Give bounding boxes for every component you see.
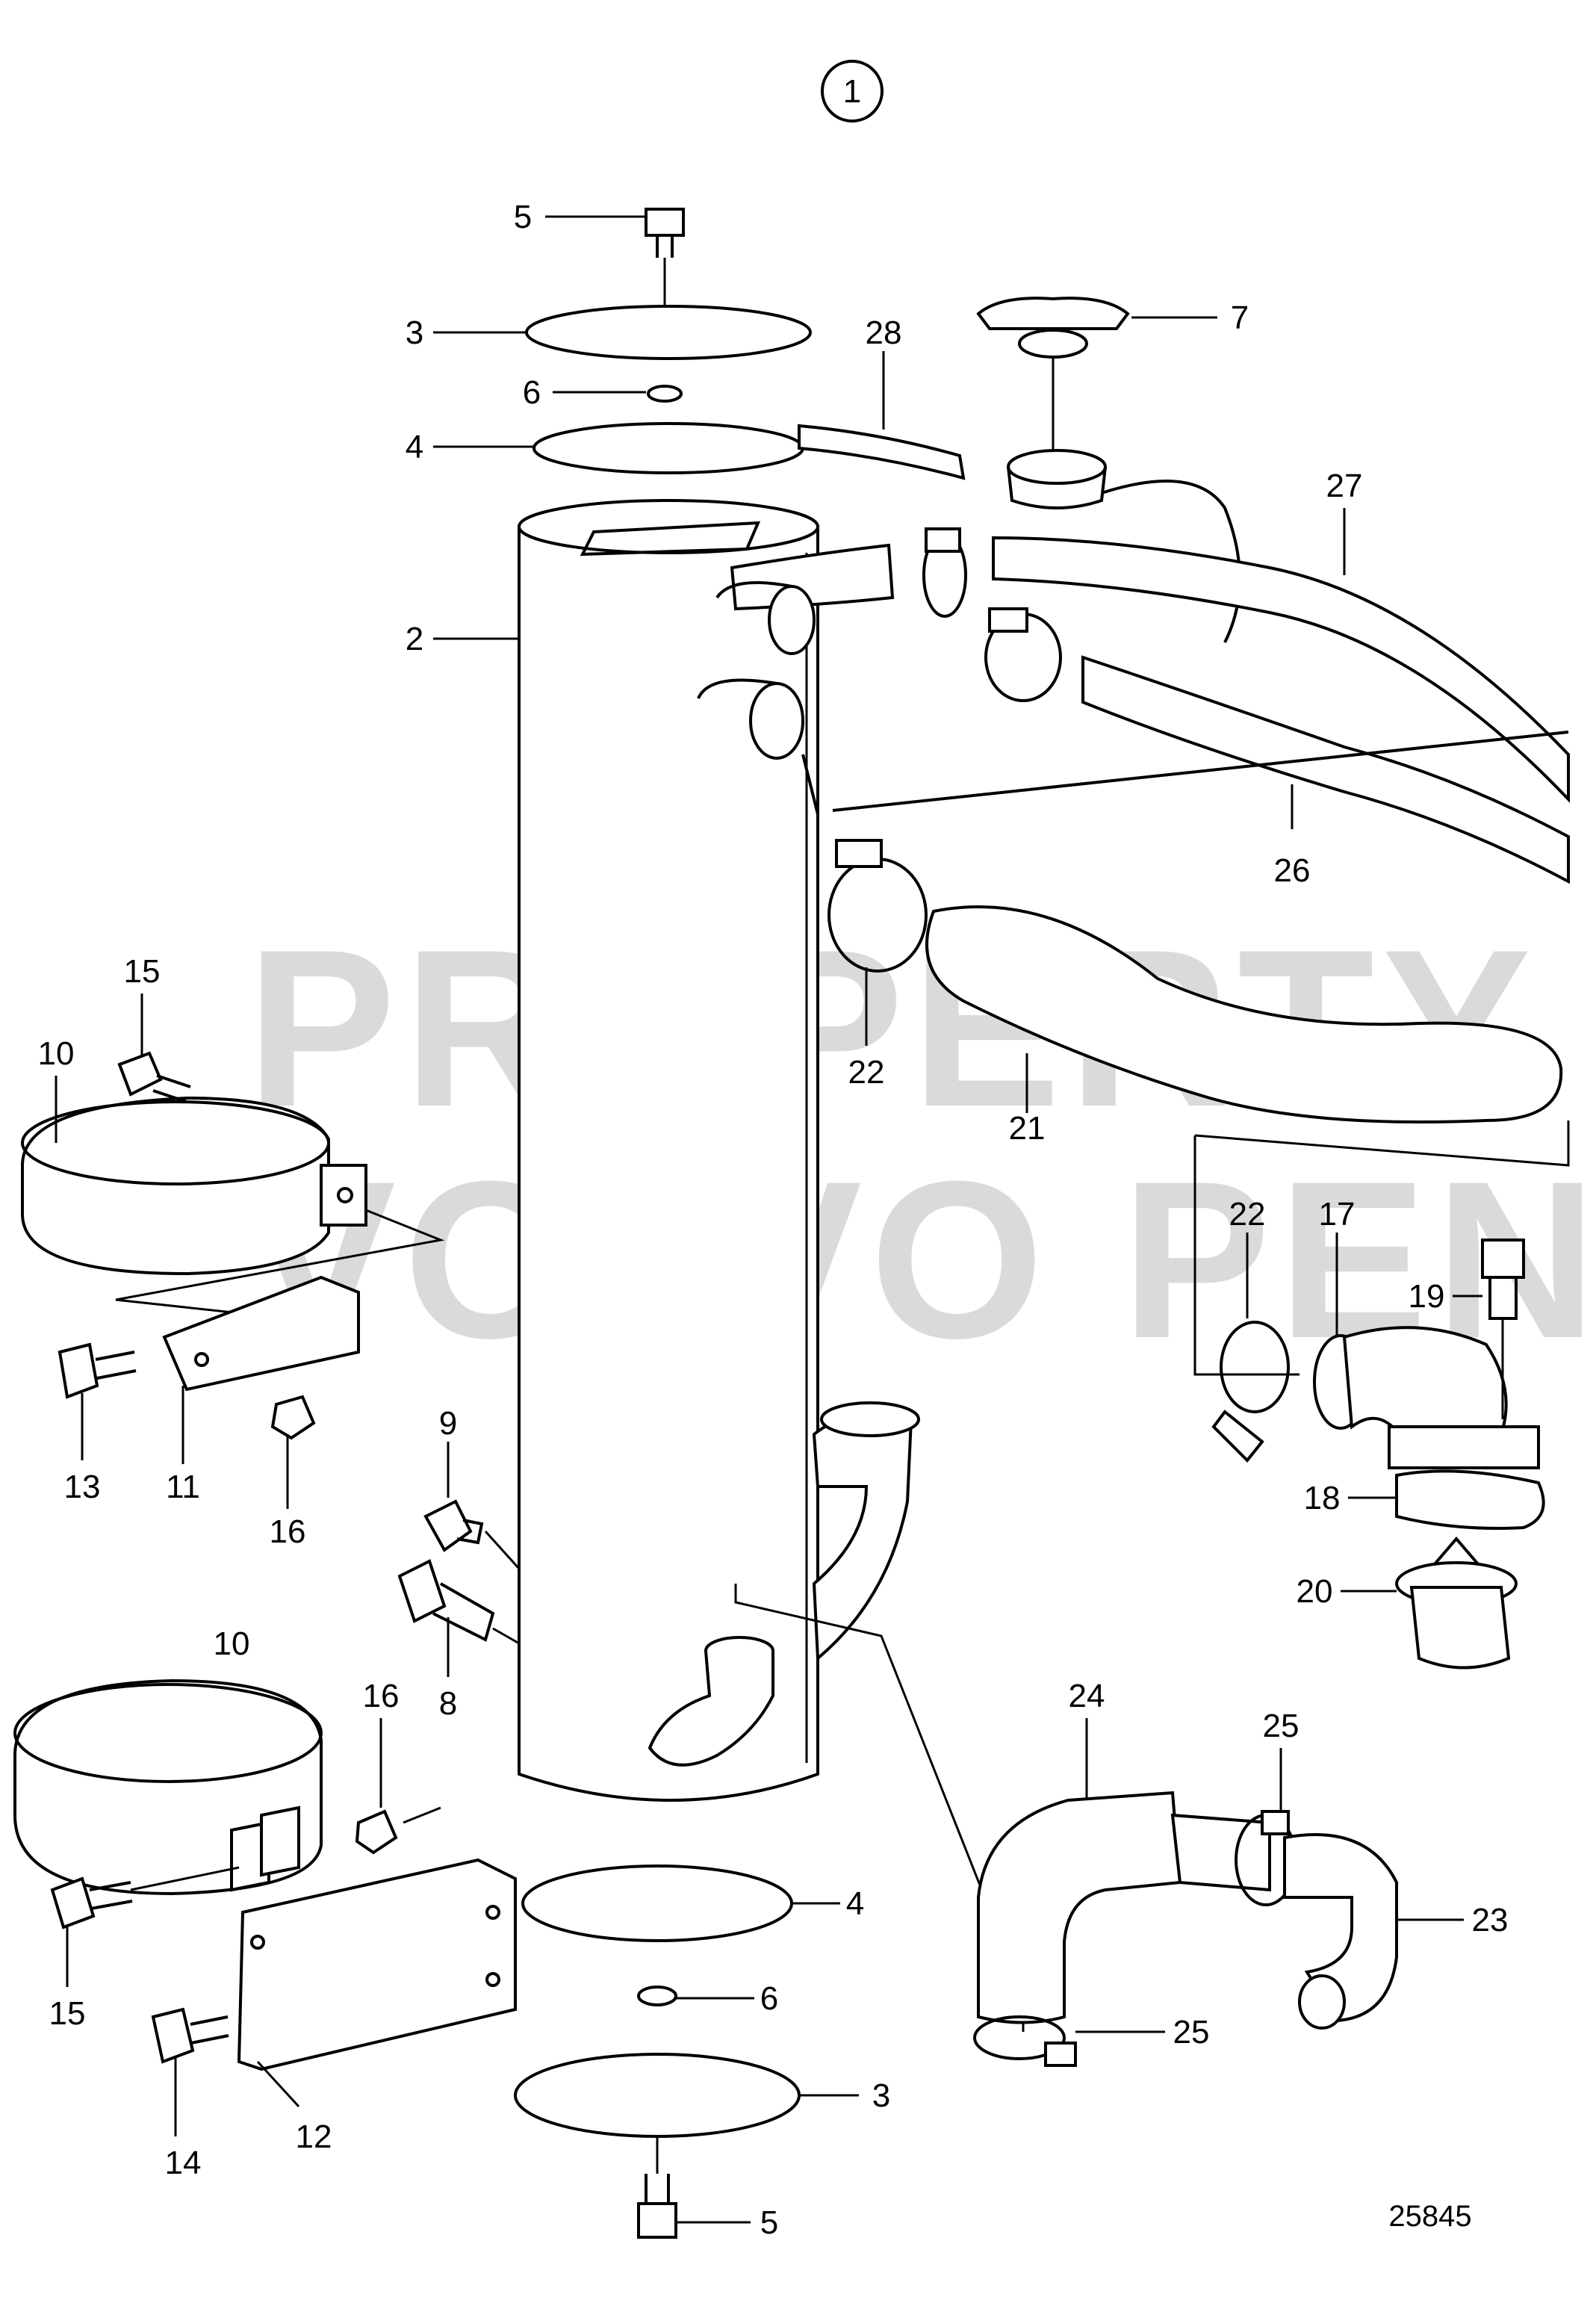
drain-plug-leader	[484, 1530, 521, 1570]
elbow-bolt	[1481, 1239, 1525, 1419]
callout-4-bottom: 4	[846, 1885, 864, 1922]
assembly-guide-right	[1194, 1120, 1570, 1167]
callout-3-top: 3	[406, 314, 423, 351]
callout-22-upper: 22	[848, 1054, 885, 1091]
side-stub-lower-body	[697, 678, 777, 699]
callout-25-bottom: 25	[1173, 2014, 1210, 2050]
bottom-gasket	[521, 1864, 793, 1942]
lower-coolant-hose	[1081, 655, 1570, 884]
mid-hose-clamp	[984, 607, 1062, 702]
drawing-number: 25845	[1388, 2200, 1471, 2233]
zinc-anode-leader	[492, 1627, 520, 1645]
thermostat-elbow	[1313, 1326, 1540, 1469]
outlet-elbow	[812, 1401, 920, 1662]
callout-17: 17	[1319, 1196, 1356, 1233]
callout-labels: 5 3 6 4 28 7 27 2 26 15 10 22 21 22 17 1…	[38, 199, 1509, 2241]
zinc-anode	[397, 1559, 495, 1642]
vent-hose	[798, 424, 966, 480]
upper-assembly-guide	[115, 1209, 445, 1316]
callout-23: 23	[1472, 1902, 1509, 1938]
bottom-bolt	[637, 2136, 677, 2239]
top-washer	[647, 385, 683, 403]
callout-18: 18	[1304, 1480, 1341, 1516]
callout-19: 19	[1409, 1278, 1445, 1315]
callout-14: 14	[165, 2145, 202, 2181]
thermostat	[1395, 1536, 1518, 1670]
upper-hose-clamp	[922, 527, 967, 618]
bottom-hose-clamp-upper	[1235, 1810, 1297, 1906]
upper-bracket	[162, 1275, 360, 1392]
hose-clamp-22-upper	[828, 839, 928, 973]
callout-3-bottom: 3	[872, 2077, 890, 2114]
callout-15-top: 15	[124, 953, 161, 990]
lower-mounting-clamp	[13, 1678, 323, 1896]
callout-24: 24	[1069, 1678, 1105, 1714]
callout-15-bottom: 15	[49, 1995, 86, 2032]
bottom-elbow	[1283, 1833, 1398, 2030]
callout-7: 7	[1231, 300, 1249, 336]
callout-leaders	[55, 215, 1482, 2224]
callout-9: 9	[439, 1405, 457, 1442]
internal-elbow	[648, 1636, 774, 1767]
callout-5-bottom: 5	[760, 2204, 778, 2241]
callout-26: 26	[1274, 852, 1311, 889]
lower-clamp-nut	[355, 1809, 398, 1855]
callout-21: 21	[1009, 1110, 1046, 1147]
elbow-gasket	[1395, 1469, 1545, 1530]
upper-coolant-hose	[992, 536, 1570, 803]
lower-clamp-bolt	[50, 1876, 133, 1929]
callout-4-top: 4	[406, 429, 423, 465]
callout-10-top: 10	[38, 1035, 75, 1072]
heat-exchanger-tank	[518, 499, 819, 1802]
callout-27: 27	[1326, 468, 1363, 504]
bottom-hose-clamp-lower	[973, 2015, 1077, 2067]
upper-clamp-bolt	[117, 1051, 191, 1103]
connecting-hose	[925, 905, 1563, 1123]
view-number: 1	[843, 73, 861, 110]
callout-16-top: 16	[270, 1513, 306, 1550]
callout-8: 8	[439, 1685, 457, 1722]
top-gasket	[532, 422, 804, 474]
callout-13: 13	[64, 1469, 101, 1505]
reference-line	[832, 731, 1569, 812]
callout-11: 11	[166, 1469, 200, 1505]
callout-6-top: 6	[523, 374, 541, 411]
lower-clamp-bolt-leader	[130, 1866, 240, 1891]
top-cover-plate	[525, 305, 812, 360]
callout-16-bottom: 16	[363, 1678, 400, 1714]
leader-line	[801, 754, 819, 815]
bottom-washer	[637, 1986, 677, 2006]
upper-mounting-clamp	[21, 1096, 367, 1276]
side-stub-upper	[768, 585, 816, 655]
callout-25-top: 25	[1263, 1708, 1300, 1744]
side-stub-upper-body	[715, 581, 792, 599]
watermark: PROPERTY OF VOLVO PENTA	[246, 902, 1596, 1385]
view-number-badge: 1	[821, 60, 884, 123]
callout-20: 20	[1297, 1573, 1333, 1610]
bottom-cover-plate	[514, 2053, 801, 2138]
upper-bracket-nut	[270, 1395, 316, 1440]
drain-plug	[423, 1499, 484, 1552]
callout-2: 2	[406, 621, 423, 657]
lower-bracket-bolt	[151, 2007, 229, 2064]
assembly-guide-left	[1193, 1135, 1300, 1376]
lower-bracket	[237, 1858, 517, 2071]
filler-cap	[976, 297, 1130, 452]
callout-28: 28	[866, 314, 902, 351]
callout-5-top: 5	[514, 199, 532, 235]
callout-10-bottom: 10	[214, 1625, 250, 1662]
top-bolt	[645, 208, 685, 306]
callout-22-lower: 22	[1229, 1196, 1266, 1233]
side-stub-lower	[749, 682, 804, 760]
bottom-hose	[977, 1791, 1271, 2024]
callout-6-bottom: 6	[760, 1980, 778, 2017]
upper-bracket-bolt	[58, 1342, 137, 1399]
hose-clamp-22-lower	[1211, 1321, 1290, 1463]
lower-clamp-nut-leader	[403, 1806, 441, 1824]
callout-12: 12	[296, 2118, 332, 2155]
